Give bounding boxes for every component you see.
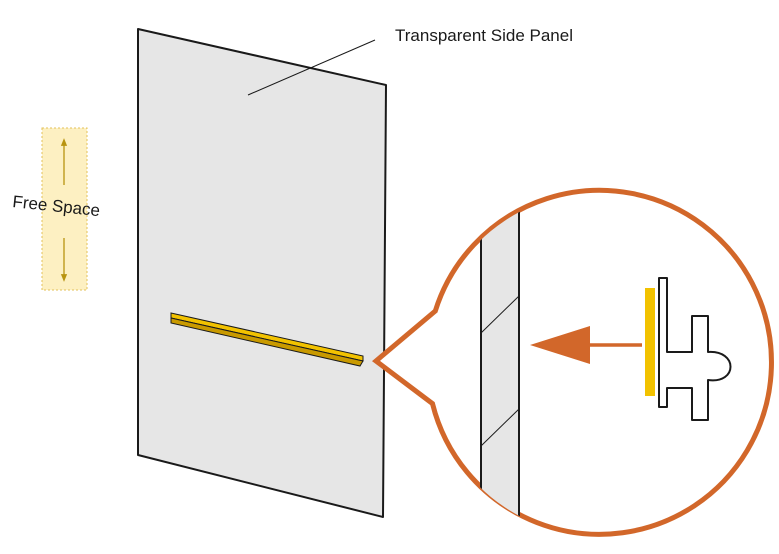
yellow-strip xyxy=(170,312,364,367)
orange-direction-arrow xyxy=(530,326,642,364)
clip-profile xyxy=(658,277,732,421)
panel-label-leader xyxy=(247,39,376,96)
panel-cross-section xyxy=(481,192,519,536)
transparent-side-panel xyxy=(137,28,387,518)
magnifier-callout xyxy=(371,187,774,537)
adhesive-strip xyxy=(645,288,655,396)
panel-label: Transparent Side Panel xyxy=(395,26,573,45)
